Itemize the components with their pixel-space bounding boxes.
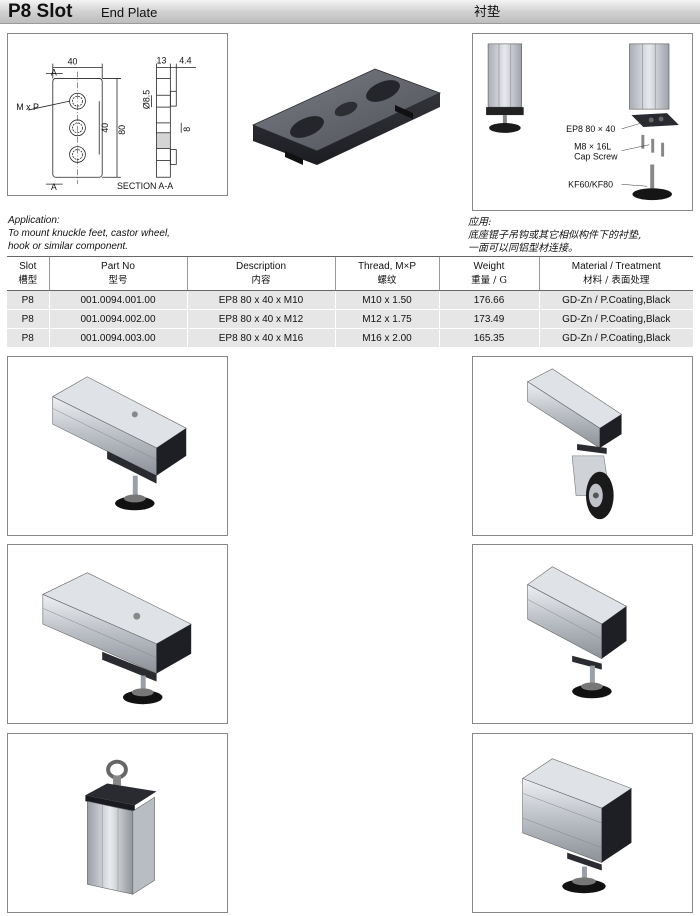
application-text-english: Application: To mount knuckle feet, cast… [8, 214, 170, 253]
label-feet: KF60/KF80 [568, 179, 613, 189]
dim-width: 40 [68, 57, 78, 67]
cell-slot: P8 [7, 290, 49, 310]
section-marker-bottom: A [51, 182, 57, 192]
dim-slot: 8 [182, 127, 192, 132]
cell-thread: M12 x 1.75 [334, 309, 439, 329]
exploded-view: EP8 80 × 40 M8 × 16L Cap Screw KF60/KF80 [472, 33, 693, 211]
application-image-lifting-eye [7, 733, 228, 913]
application-line-cn: 底座锟子吊钩或其它相似构件下的衬垫, [468, 230, 642, 241]
application-line: To mount knuckle feet, castor wheel, [8, 228, 170, 239]
application-line-cn: 一面可以同铝型材连接。 [468, 243, 578, 254]
end-plate-3d-image [245, 65, 445, 185]
cell-part-no: 001.0094.002.00 [48, 309, 187, 329]
cell-weight: 173.49 [438, 309, 539, 329]
cell-part-no: 001.0094.001.00 [48, 290, 187, 310]
dim-step: 4.4 [179, 56, 191, 66]
technical-drawing: 40 M x P 40 80 A A 13 4.4 Ø8.5 8 SECTION… [7, 33, 228, 196]
cell-description: EP8 80 x 40 x M16 [186, 328, 335, 348]
application-heading: Application: [8, 215, 60, 226]
table-row: P8 001.0094.003.00 EP8 80 x 40 x M16 M16… [7, 328, 693, 348]
application-image-knuckle-foot-1 [7, 356, 228, 536]
cell-material: GD-Zn / P.Coating,Black [538, 309, 693, 329]
hole-bottom [69, 146, 86, 163]
section-label: SECTION A-A [117, 181, 173, 191]
cell-thread: M16 x 2.00 [334, 328, 439, 348]
cell-weight: 176.66 [438, 290, 539, 310]
label-screw-size: M8 × 16L [574, 142, 611, 152]
application-image-castor-wheel [472, 356, 693, 536]
application-heading-cn: 应用: [468, 217, 492, 228]
application-image-knuckle-foot-4 [472, 733, 693, 913]
cell-description: EP8 80 x 40 x M12 [186, 309, 335, 329]
application-text-chinese: 应用: 底座锟子吊钩或其它相似构件下的衬垫, 一面可以同铝型材连接。 [468, 216, 641, 255]
page-title-chinese: 衬垫 [474, 5, 501, 20]
cell-description: EP8 80 x 40 x M10 [186, 290, 335, 310]
dim-thickness: 13 [157, 56, 167, 66]
table-row: P8 001.0094.001.00 EP8 80 x 40 x M10 M10… [7, 290, 693, 310]
page-title: P8 Slot [8, 1, 73, 22]
application-image-knuckle-foot-3 [472, 544, 693, 724]
label-screw-type: Cap Screw [574, 152, 618, 162]
section-marker-top: A [51, 67, 57, 77]
cell-weight: 165.35 [438, 328, 539, 348]
label-plate: EP8 80 × 40 [566, 124, 615, 134]
cell-slot: P8 [7, 309, 49, 329]
plate-side-section [156, 78, 171, 178]
table-row: P8 001.0094.002.00 EP8 80 x 40 x M12 M12… [7, 309, 693, 329]
application-image-knuckle-foot-2 [7, 544, 228, 724]
cell-slot: P8 [7, 328, 49, 348]
header-bar: P8 Slot End Plate 衬垫 [0, 0, 700, 24]
hole-middle [69, 119, 86, 137]
application-line: hook or similar component. [8, 241, 129, 252]
dim-diameter: Ø8.5 [142, 90, 152, 109]
cell-material: GD-Zn / P.Coating,Black [538, 328, 693, 348]
cell-part-no: 001.0094.003.00 [48, 328, 187, 348]
cell-thread: M10 x 1.50 [334, 290, 439, 310]
dim-hole-spacing: 40 [100, 123, 110, 133]
thread-label: M x P [16, 102, 39, 112]
cell-material: GD-Zn / P.Coating,Black [538, 290, 693, 310]
dim-height: 80 [117, 125, 127, 135]
page-subtitle: End Plate [101, 5, 158, 20]
